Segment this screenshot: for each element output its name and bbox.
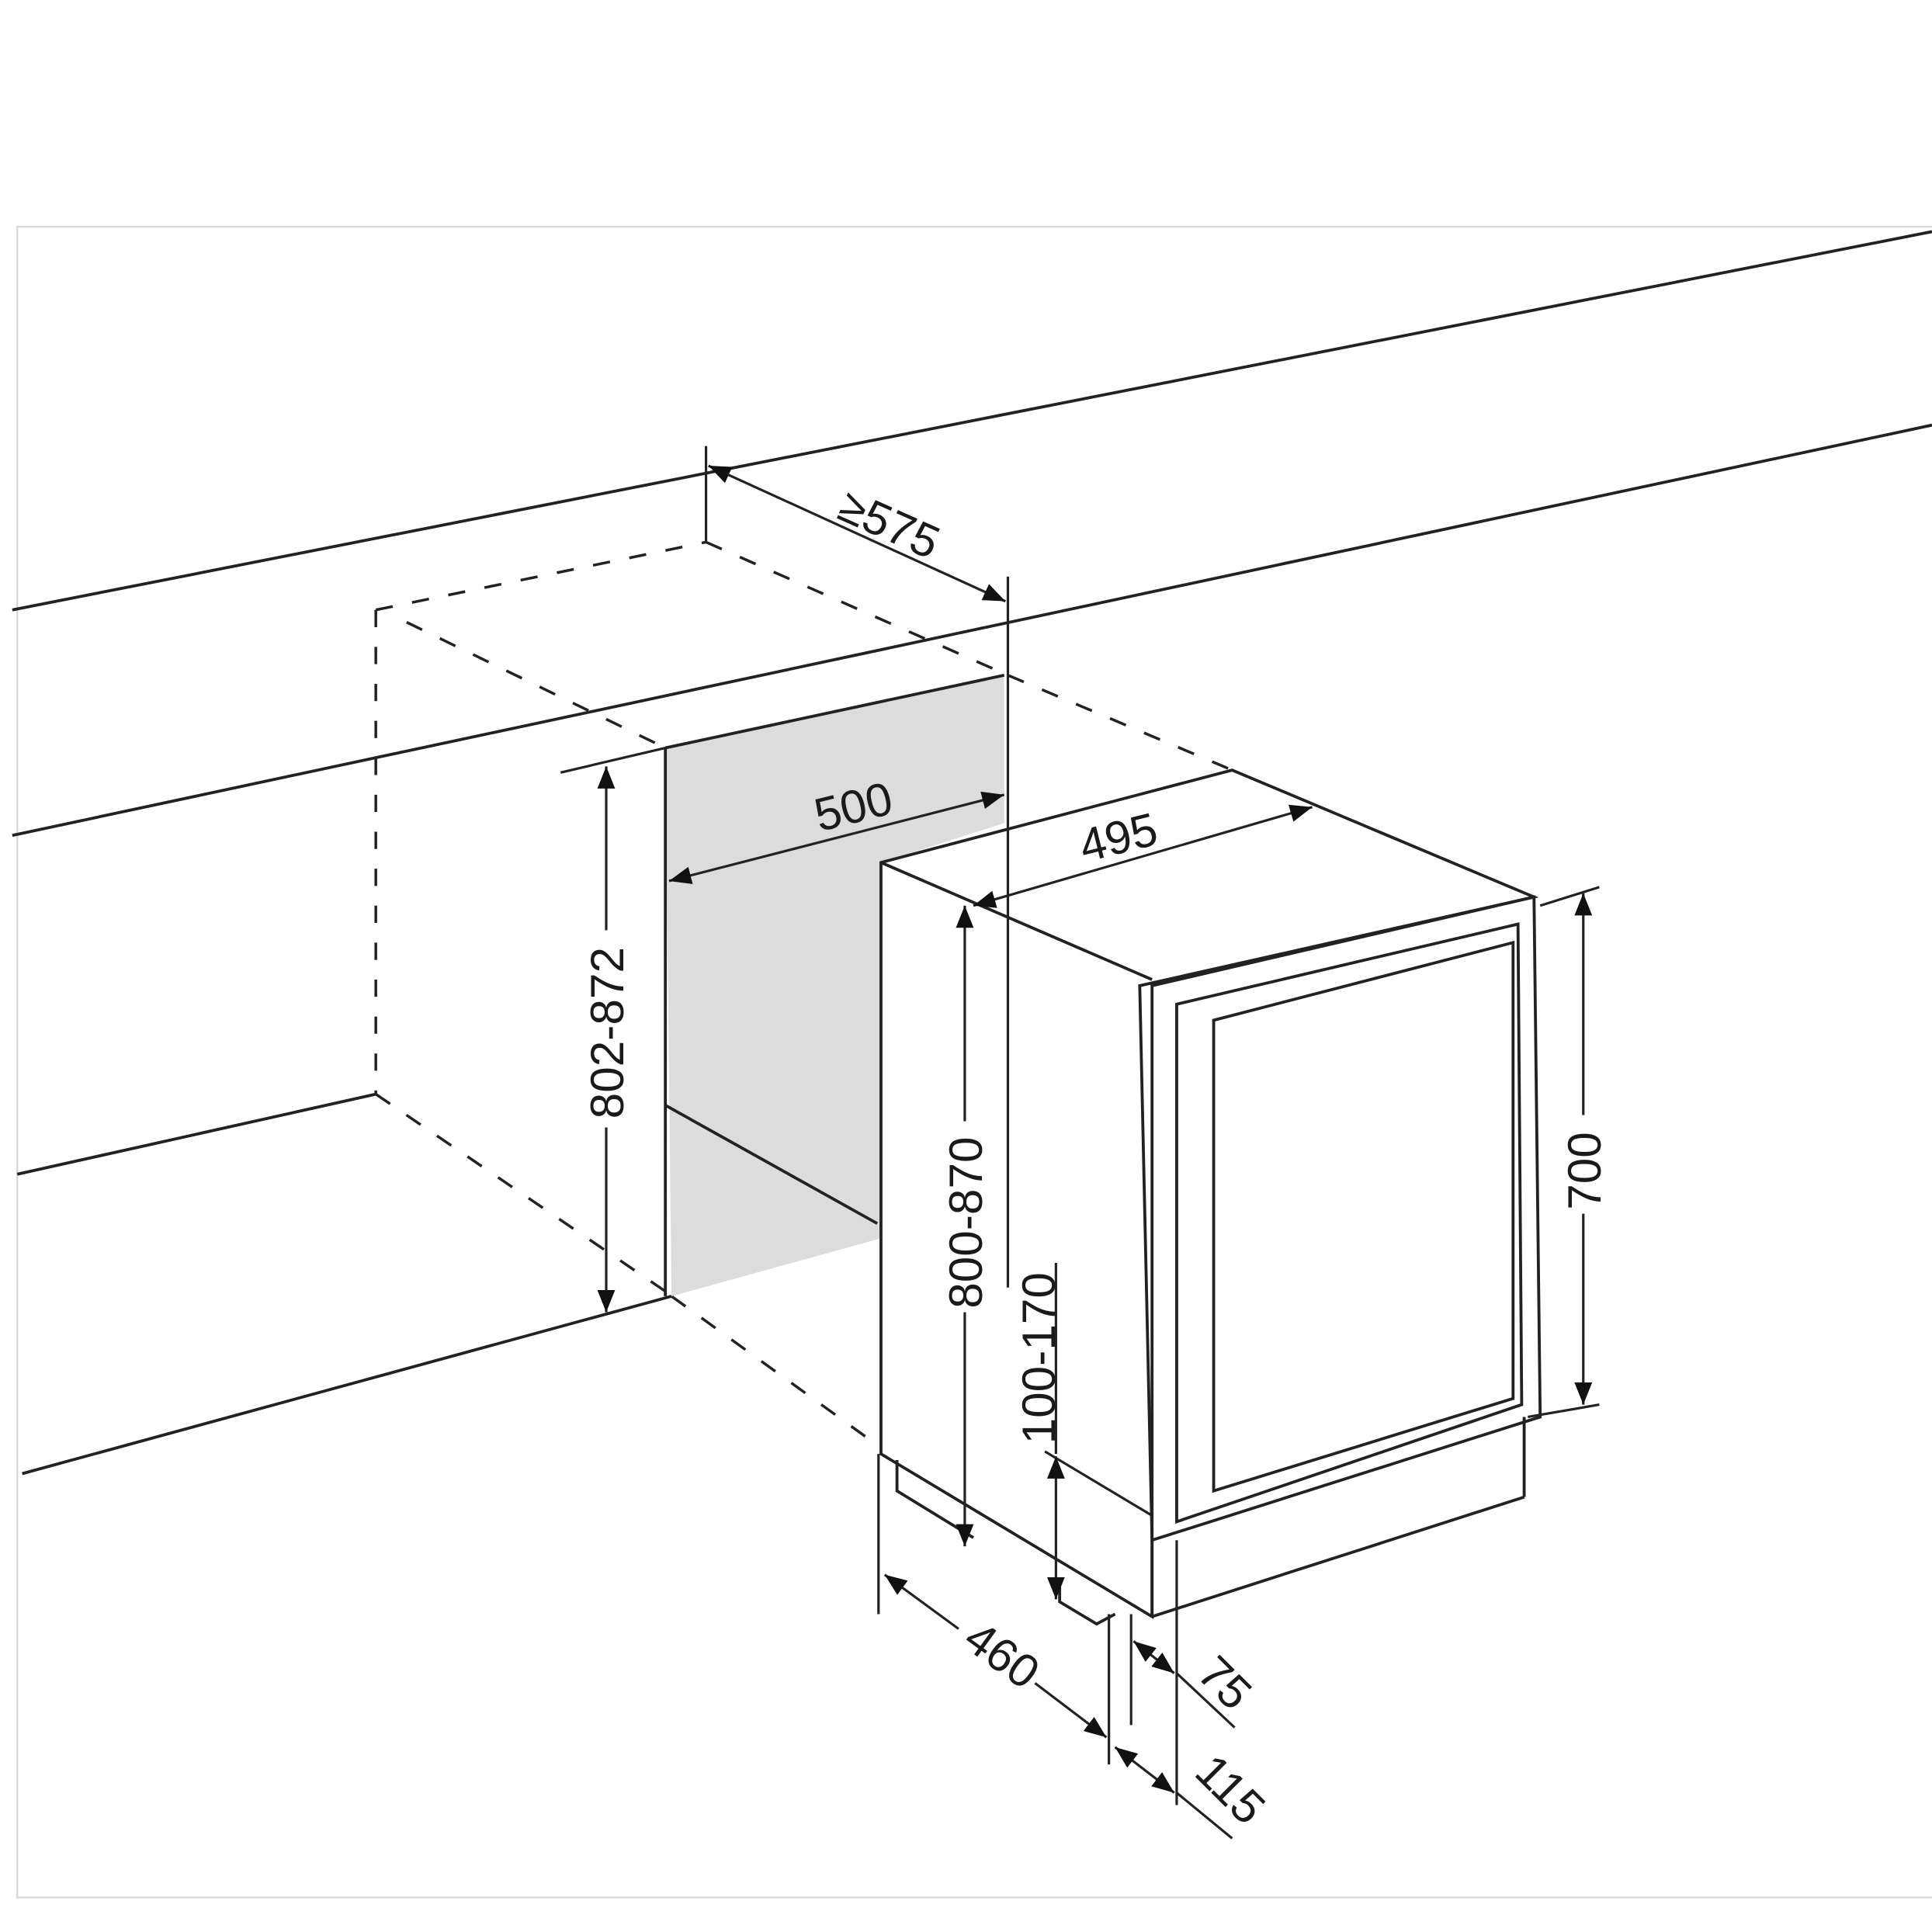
- label-plinth-height: 100-170: [1012, 1272, 1065, 1444]
- label-appliance-depth: 460: [956, 1611, 1049, 1699]
- dim-appliance-width: 495: [973, 802, 1313, 908]
- dim-appliance-height: 800-870: [939, 905, 992, 1547]
- label-front-depth: 115: [1185, 1744, 1275, 1834]
- label-door-offset: 75: [1188, 1646, 1263, 1720]
- dim-plinth-height: 100-170: [1012, 1263, 1153, 1600]
- label-appliance-height: 800-870: [939, 1136, 992, 1308]
- foot: [895, 1460, 975, 1539]
- label-niche-height: 802-872: [581, 947, 633, 1119]
- dim-front-depth: 115: [1114, 1744, 1275, 1840]
- wine-cooler: [879, 768, 1542, 1626]
- label-door-height: 700: [1558, 1132, 1611, 1210]
- dim-niche-height: 802-872: [560, 746, 666, 1313]
- label-niche-depth: ≥575: [831, 478, 948, 569]
- glass-door: [1212, 940, 1515, 1493]
- dim-door-height: 700: [1528, 886, 1611, 1419]
- countertop: [12, 230, 1932, 838]
- frame-border: [16, 225, 1932, 1899]
- cabinet-base: [16, 1092, 672, 1476]
- door-frame: [1138, 895, 1542, 1542]
- label-appliance-width: 495: [1074, 802, 1163, 872]
